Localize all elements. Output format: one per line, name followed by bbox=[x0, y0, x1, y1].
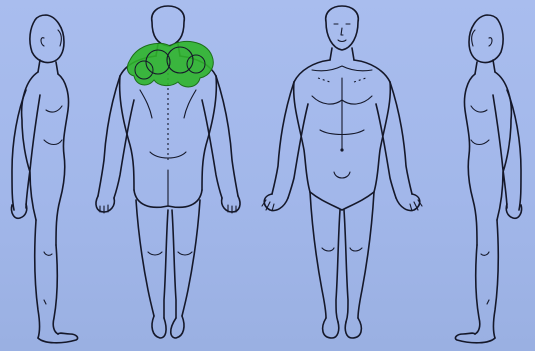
side-view-left-figure bbox=[11, 15, 77, 343]
front-view-figure bbox=[262, 6, 422, 338]
pain-highlight-upper-back bbox=[127, 41, 213, 87]
side-view-right-figure bbox=[455, 15, 521, 343]
